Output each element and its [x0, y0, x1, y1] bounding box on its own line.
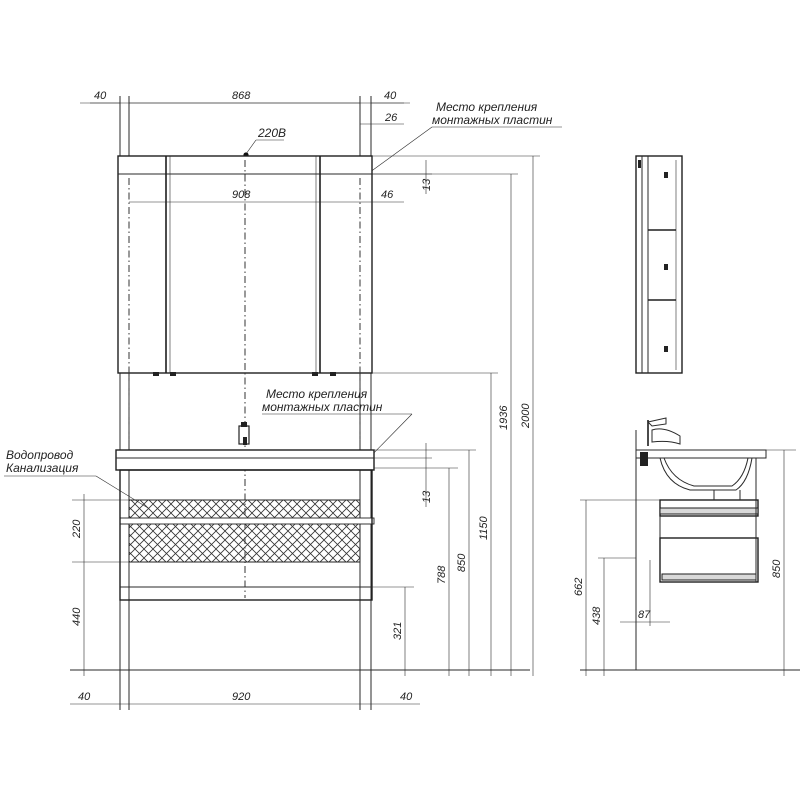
dim-2000: 2000: [520, 403, 532, 429]
bottom-dimension-row: 40 920 40: [70, 691, 420, 705]
mount-note-mid-line1: Место крепления: [266, 387, 368, 401]
side-basin: [635, 417, 767, 491]
pipe-zone: [119, 499, 375, 563]
dim-788: 788: [436, 565, 448, 584]
vanity-cabinet: [119, 469, 373, 601]
mount-note-top-line1: Место крепления: [436, 100, 538, 114]
dim-top-middle: 868: [232, 90, 251, 102]
side-mirror-cabinet: [635, 155, 683, 374]
dim-321: 321: [392, 622, 404, 640]
side-drawers: [659, 458, 759, 583]
dim-mirror-908: 908: [232, 189, 251, 201]
top-dimension-row: 40 868 40 26: [90, 90, 404, 125]
dim-left-220: 220: [71, 519, 83, 539]
dim-bottom-right: 40: [400, 691, 413, 703]
dim-side-438: 438: [591, 606, 603, 625]
dim-side-850: 850: [771, 559, 783, 578]
side-dims: 662 438 87 850: [573, 449, 796, 676]
pipes-note: Водопровод Канализация: [4, 448, 149, 509]
socket-label: 220В: [257, 126, 286, 140]
dim-left-440: 440: [71, 607, 83, 626]
dim-mirror-13: 13: [421, 178, 433, 191]
dim-bottom-middle: 920: [232, 691, 251, 703]
side-view: 662 438 87 850: [573, 155, 800, 676]
dim-side-662: 662: [573, 578, 585, 596]
basin-top: 13: [115, 443, 433, 507]
dim-1150: 1150: [478, 515, 490, 540]
mount-note-top: Место крепления монтажных пластин: [365, 100, 562, 176]
pipes-note-line2: Канализация: [6, 461, 79, 475]
dim-top-left: 40: [94, 90, 107, 102]
dim-side-26: 26: [384, 112, 398, 124]
mount-note-mid-line2: монтажных пластин: [262, 400, 383, 414]
dim-side-87: 87: [638, 609, 651, 621]
socket-220v: 220В: [243, 126, 286, 158]
dim-top-right: 40: [384, 90, 397, 102]
mount-note-top-line2: монтажных пластин: [432, 113, 553, 127]
right-vertical-dims: 321 788 850 1150 1936 2000: [372, 155, 540, 676]
dim-mirror-46: 46: [381, 189, 394, 201]
mount-note-mid: Место крепления монтажных пластин: [262, 387, 413, 464]
dim-850: 850: [456, 553, 468, 572]
pipes-note-line1: Водопровод: [6, 448, 74, 462]
dim-1936: 1936: [498, 405, 510, 430]
tap: [238, 422, 250, 445]
dim-bottom-left: 40: [78, 691, 91, 703]
dim-basin-13: 13: [421, 490, 433, 503]
front-view: 40 868 40 26 Место крепления монтажных п…: [4, 90, 562, 710]
